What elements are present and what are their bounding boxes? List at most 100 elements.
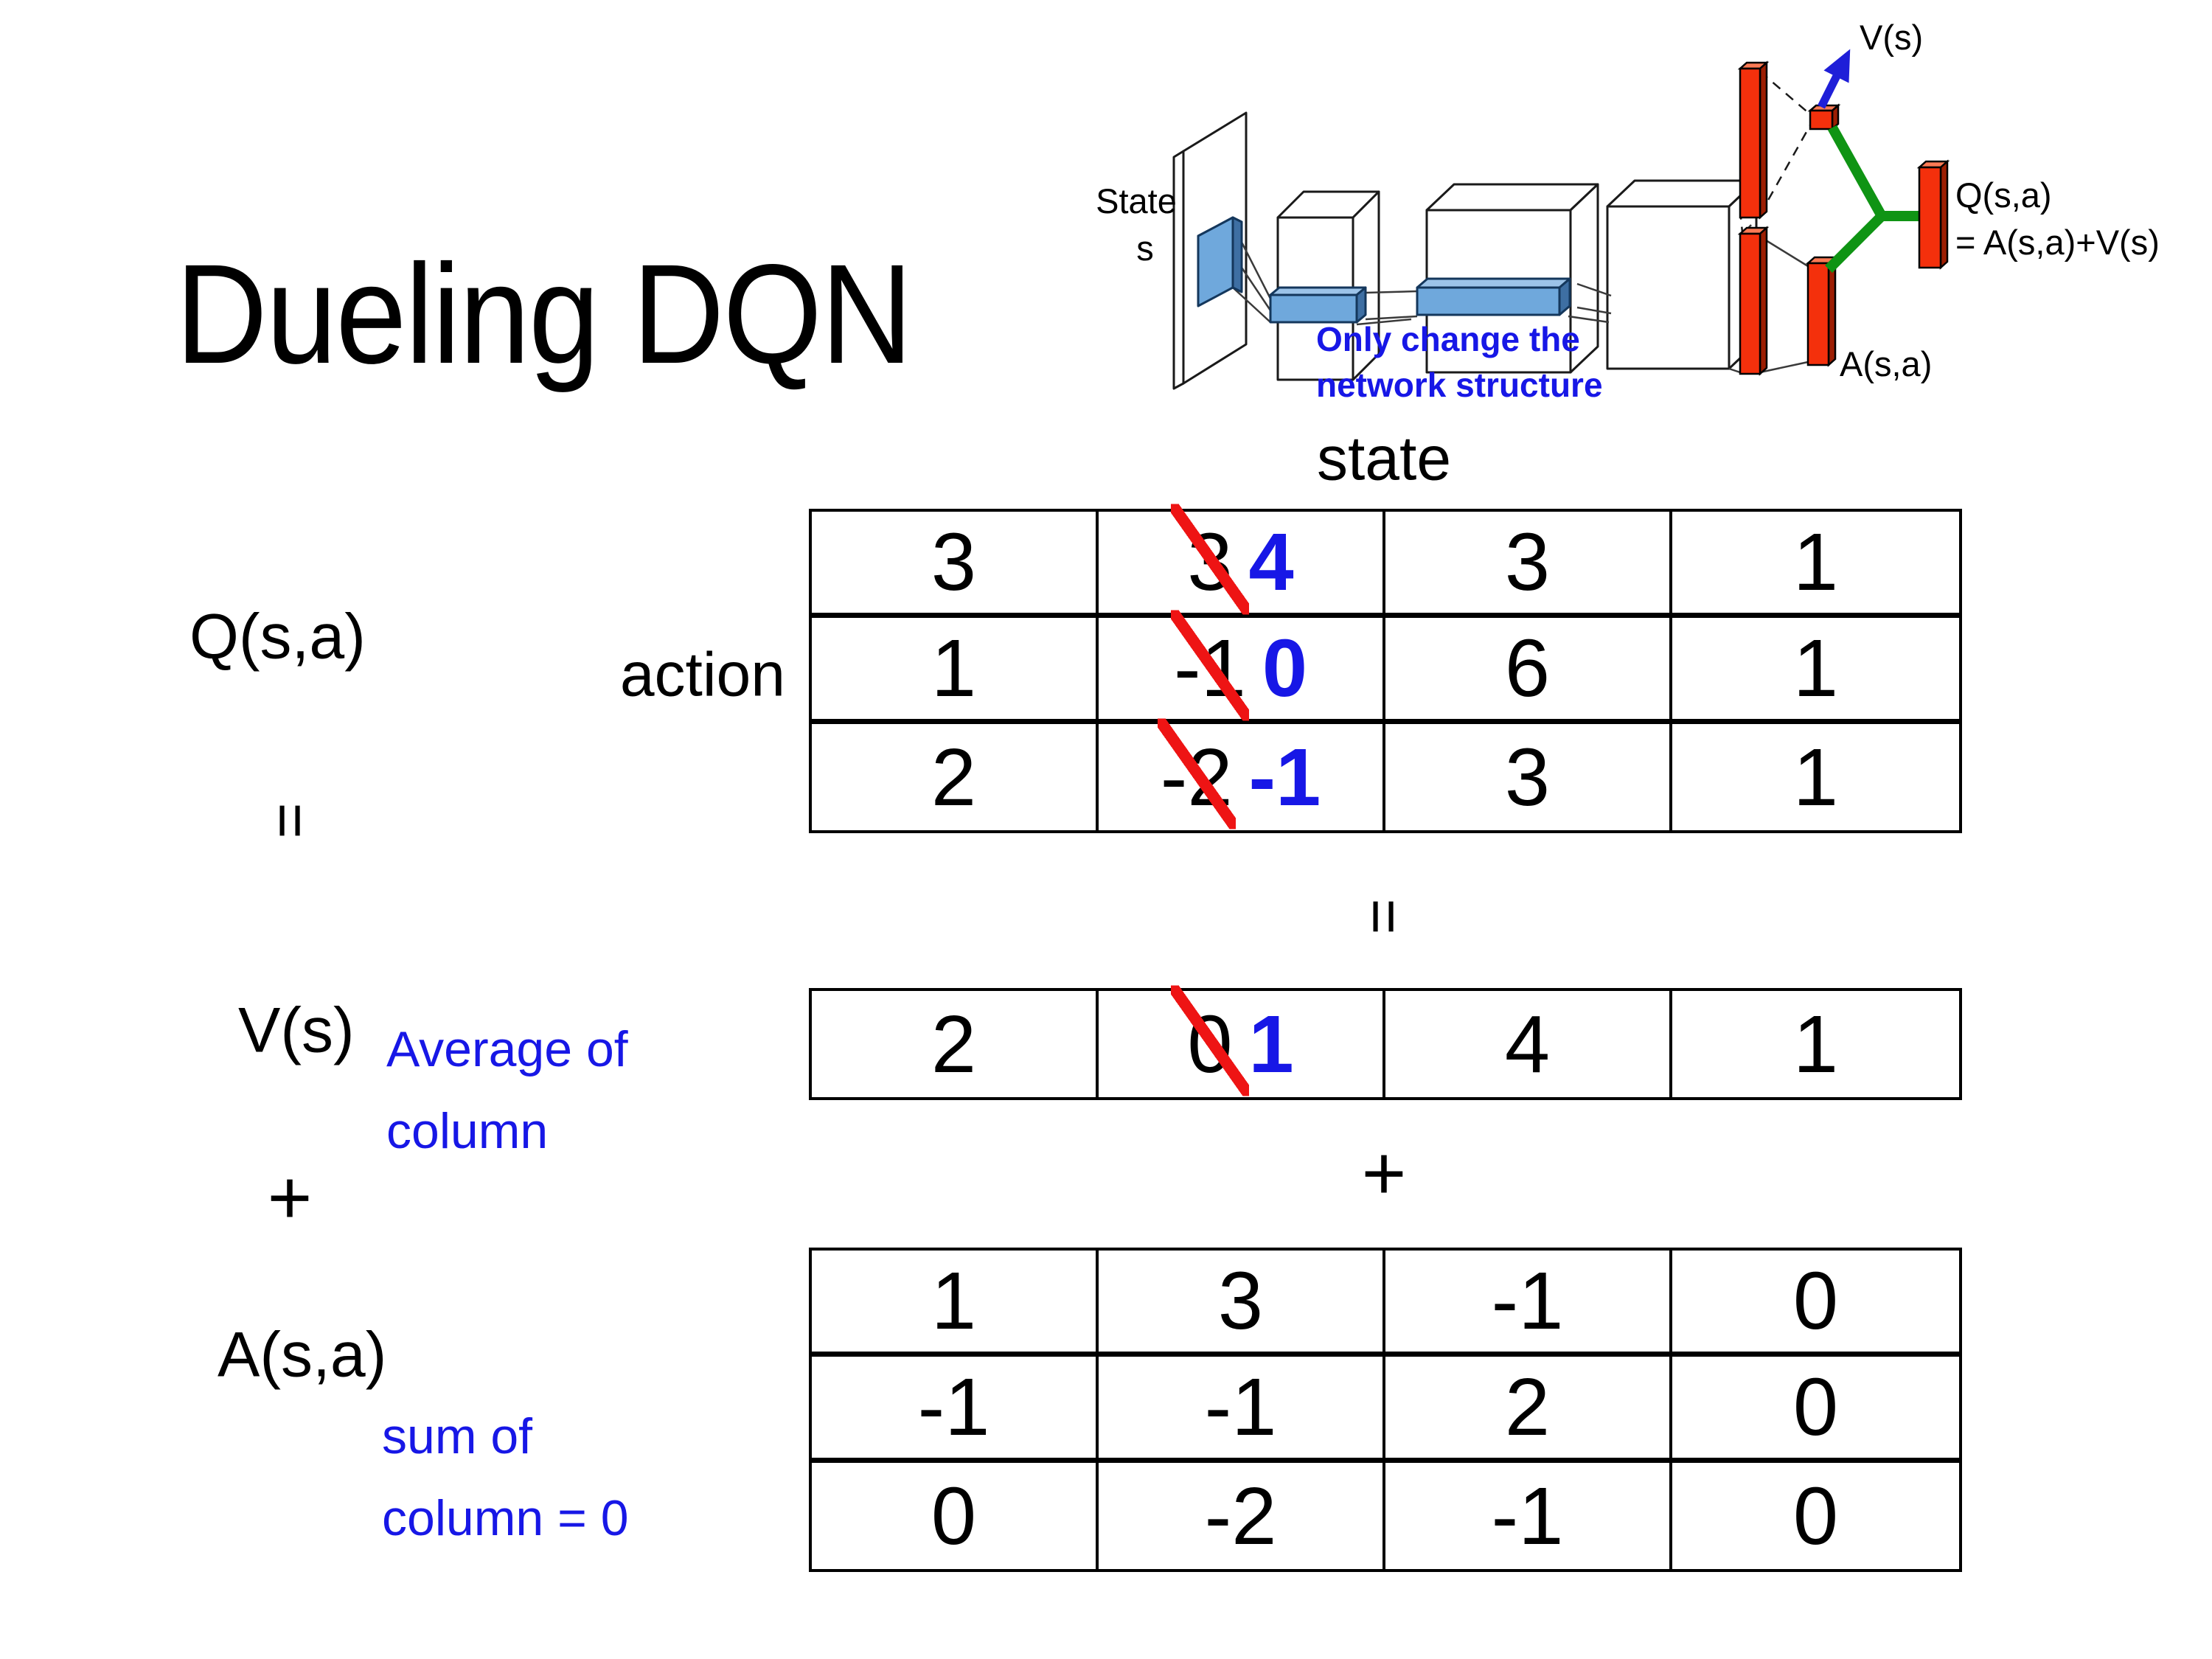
- bar-side-face: [1759, 226, 1768, 376]
- equals-sign-left: =: [256, 802, 326, 839]
- q-table-cell-r1c1: 3: [812, 512, 1099, 618]
- diagram-state-label: State: [1096, 181, 1177, 220]
- a-table-cell-r2c1: -1: [812, 1357, 1099, 1463]
- cell-value: -1: [917, 1362, 990, 1453]
- v-table-cell-r1c3: 4: [1385, 991, 1672, 1097]
- v-output-arrow-icon: [1818, 49, 1851, 109]
- green-merge-connector-a: [1825, 212, 1885, 273]
- a-output-bar: [1805, 255, 1838, 367]
- fc-line-to-a-output: [1759, 361, 1809, 374]
- conv-filter-2: [1269, 286, 1367, 324]
- connection-line: [1365, 315, 1418, 321]
- fc-line-to-a-output: [1759, 235, 1809, 268]
- diagram-v-output-label: V(s): [1860, 18, 1923, 57]
- v-table-cell-r1c1: 2: [812, 991, 1099, 1097]
- cell-value: 0: [1792, 1362, 1839, 1453]
- box-top-face: [1425, 183, 1599, 212]
- q-table-cell-r1c4: 1: [1672, 512, 1959, 618]
- cell-value: 2: [931, 998, 977, 1090]
- note-sum-of-column: sum of column = 0: [382, 1396, 629, 1559]
- filter-front-face: [1416, 286, 1561, 316]
- connection-line: [1232, 287, 1271, 323]
- corrected-value: -1: [1248, 731, 1321, 823]
- equals-sign-center: =: [1349, 898, 1419, 935]
- a-table-cell-r2c4: 0: [1672, 1357, 1959, 1463]
- cell-value: 1: [1792, 998, 1839, 1090]
- a-table-cell-r1c3: -1: [1385, 1251, 1672, 1357]
- plus-sign-center: +: [1361, 1130, 1407, 1217]
- q-table-cell-r2c4: 1: [1672, 618, 1959, 724]
- old-value: -2: [1160, 731, 1233, 823]
- a-table-cell-r2c3: 2: [1385, 1357, 1672, 1463]
- note-line: Average of: [386, 1021, 628, 1077]
- conv-box-3: [1606, 179, 1758, 370]
- a-table-cell-r1c1: 1: [812, 1251, 1099, 1357]
- q-table-cell-r3c1: 2: [812, 724, 1099, 830]
- label-v-function: V(s): [238, 995, 355, 1066]
- old-value: 0: [1187, 998, 1233, 1090]
- crossed-value: -1: [1170, 610, 1249, 720]
- cell-value: -1: [1204, 1362, 1277, 1453]
- bar-front-face: [1809, 109, 1834, 131]
- cell-value: 1: [931, 1256, 977, 1346]
- cell-value: 4: [1504, 998, 1551, 1090]
- cell-value: -2: [1204, 1470, 1277, 1562]
- q-output-bar: [1916, 159, 1950, 270]
- note-line: sum of: [382, 1408, 533, 1464]
- a-table-cell-r2c2: -1: [1099, 1357, 1385, 1463]
- cell-value: 2: [931, 731, 977, 823]
- a-table-cell-r3c4: 0: [1672, 1463, 1959, 1569]
- diagram-a-output-label: A(s,a): [1840, 344, 1932, 383]
- note-line: column = 0: [382, 1489, 629, 1546]
- conv-filter-1: [1197, 216, 1243, 307]
- corrected-value: 1: [1248, 998, 1294, 1090]
- crossed-value: 3: [1170, 504, 1249, 614]
- v-node-box: [1807, 103, 1841, 131]
- box-front-face: [1606, 205, 1731, 370]
- old-value: -1: [1174, 623, 1246, 714]
- crossed-value: 0: [1170, 985, 1249, 1096]
- filter-side-face: [1355, 286, 1367, 324]
- bar-front-face: [1806, 262, 1830, 366]
- cell-value: 0: [931, 1470, 977, 1562]
- corrected-value: 0: [1262, 623, 1307, 714]
- filter-front-face: [1197, 216, 1234, 307]
- a-table-cell-r1c2: 3: [1099, 1251, 1385, 1357]
- a-table-cell-r3c2: -2: [1099, 1463, 1385, 1569]
- cell-value: -1: [1491, 1256, 1564, 1346]
- cell-value: -1: [1491, 1470, 1564, 1562]
- connection-line: [1568, 315, 1610, 324]
- fc-bar-upper: [1737, 60, 1770, 220]
- a-table-cell-r1c4: 0: [1672, 1251, 1959, 1357]
- cell-value: 1: [1792, 731, 1839, 823]
- label-action-axis: action: [619, 639, 785, 709]
- cell-value: 2: [1504, 1362, 1551, 1453]
- network-diagram: State s Only change the network structur…: [1096, 18, 2160, 404]
- label-q-function: Q(s,a): [189, 601, 366, 672]
- bar-side-face: [1939, 159, 1949, 270]
- connection-line: [1576, 282, 1612, 297]
- bar-front-face: [1739, 232, 1761, 375]
- cell-value: 1: [1792, 623, 1839, 714]
- connection-line: [1356, 318, 1412, 326]
- green-merge-connector-v: [1827, 125, 1919, 221]
- a-table-cell-r3c3: -1: [1385, 1463, 1672, 1569]
- bar-front-face: [1918, 166, 1942, 269]
- cell-value: 1: [931, 623, 977, 714]
- label-state-axis: state: [1316, 423, 1452, 493]
- cell-value: 3: [931, 517, 977, 608]
- connection-line: [1576, 306, 1612, 315]
- bar-side-face: [1827, 255, 1837, 367]
- note-line: column: [386, 1102, 549, 1159]
- a-table-cell-r3c1: 0: [812, 1463, 1099, 1569]
- conv-filter-3: [1416, 277, 1571, 316]
- label-a-function: A(s,a): [218, 1319, 387, 1391]
- note-average-of-column: Average of column: [386, 1009, 628, 1172]
- cell-value: 0: [1792, 1470, 1839, 1562]
- old-value: 3: [1187, 517, 1233, 608]
- cell-value: 6: [1504, 623, 1551, 714]
